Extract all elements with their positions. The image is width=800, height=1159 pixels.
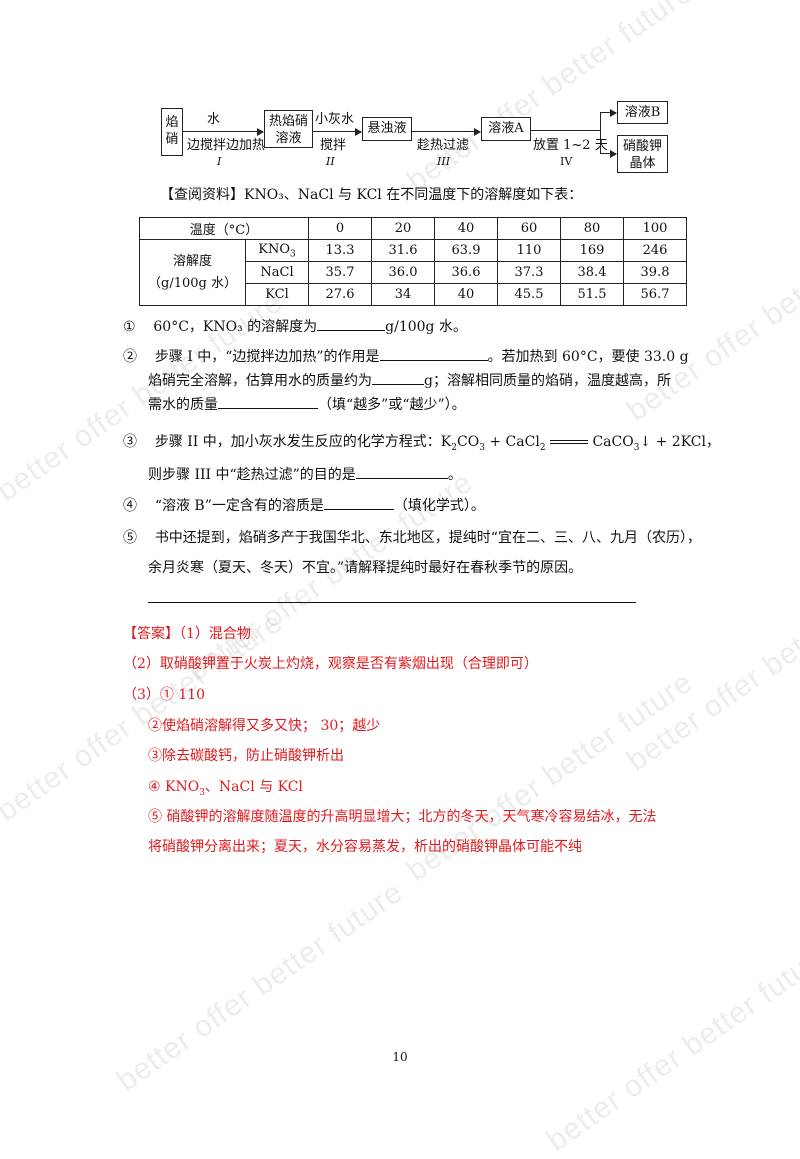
question-5-line2: 余月炎寒（夏天、冬天）不宜。”请解释提纯时最好在春秋季节的原因。 [148, 560, 583, 576]
solubility-table: 温度（°C） 0 20 40 60 80 100 溶解度（g/100g 水） K… [139, 217, 687, 306]
flow-line [531, 130, 601, 132]
flow-arrow-b [600, 108, 617, 117]
question-3-line2: 则步骤 III 中“趁热过滤”的目的是。 [148, 464, 462, 485]
reference-intro: 【查阅资料】KNO₃、NaCl 与 KCl 在不同温度下的溶解度如下表： [160, 187, 583, 203]
question-3: ③ 步骤 II 中，加小灰水发生反应的化学方程式：K2CO3 + CaCl2 C… [123, 434, 720, 453]
answer-3-2: ②使焰硝溶解得又多又快； 30；越少 [148, 718, 381, 734]
table-header: 温度（°C） [139, 217, 309, 240]
question-2-line3: 需水的质量（填“越多”或“越少”）。 [148, 394, 466, 415]
question-4: ④ “溶液 B”一定含有的溶质是（填化学式）。 [123, 495, 485, 516]
flow-arrow-1 [183, 127, 264, 136]
page-number: 10 [392, 1050, 408, 1064]
flow-box-raw: 焰硝 [161, 108, 183, 156]
flow-box-solution-b: 溶液B [617, 101, 668, 124]
flow-box-turbid: 悬浊液 [362, 117, 412, 141]
flow-arrow-2 [313, 127, 362, 136]
table-row-header: 溶解度（g/100g 水） [139, 239, 246, 306]
answer-3-3: ③除去碳酸钙，防止硝酸钾析出 [148, 748, 344, 764]
flow-arrow-crystal [600, 149, 617, 158]
flow-branch-line [600, 112, 602, 154]
answer-3-1: （3）① 110 [123, 687, 206, 703]
answer-3-4: ④ KNO3、NaCl 与 KCl [148, 779, 303, 798]
answer-3-5-line2: 将硝酸钾分离出来；夏天，水分容易蒸发，析出的硝酸钾晶体可能不纯 [148, 839, 582, 855]
question-5: ⑤ 书中还提到，焰硝多产于我国华北、东北地区，提纯时“宜在二、三、八、九月（农历… [123, 530, 701, 546]
question-2: ② 步骤 I 中，“边搅拌边加热”的作用是。若加热到 60°C，要使 33.0 … [123, 346, 689, 367]
answer-2: （2）取硝酸钾置于火炭上灼烧，观察是否有紫烟出现（合理即可） [123, 656, 538, 672]
flow-box-hot-solution: 热焰硝溶液 [264, 110, 313, 148]
flow-box-solution-a: 溶液A [481, 117, 531, 141]
answer-header: 【答案】（1）混合物 [123, 626, 251, 642]
table-cell: KNO3 [245, 239, 309, 262]
answer-3-5: ⑤ 硝酸钾的溶解度随温度的升高明显增大；北方的冬天，天气寒冷容易结冰，无法 [148, 809, 657, 825]
flow-box-crystal: 硝酸钾晶体 [617, 135, 668, 173]
flow-arrow-3 [412, 127, 481, 136]
answer-line [148, 602, 636, 603]
